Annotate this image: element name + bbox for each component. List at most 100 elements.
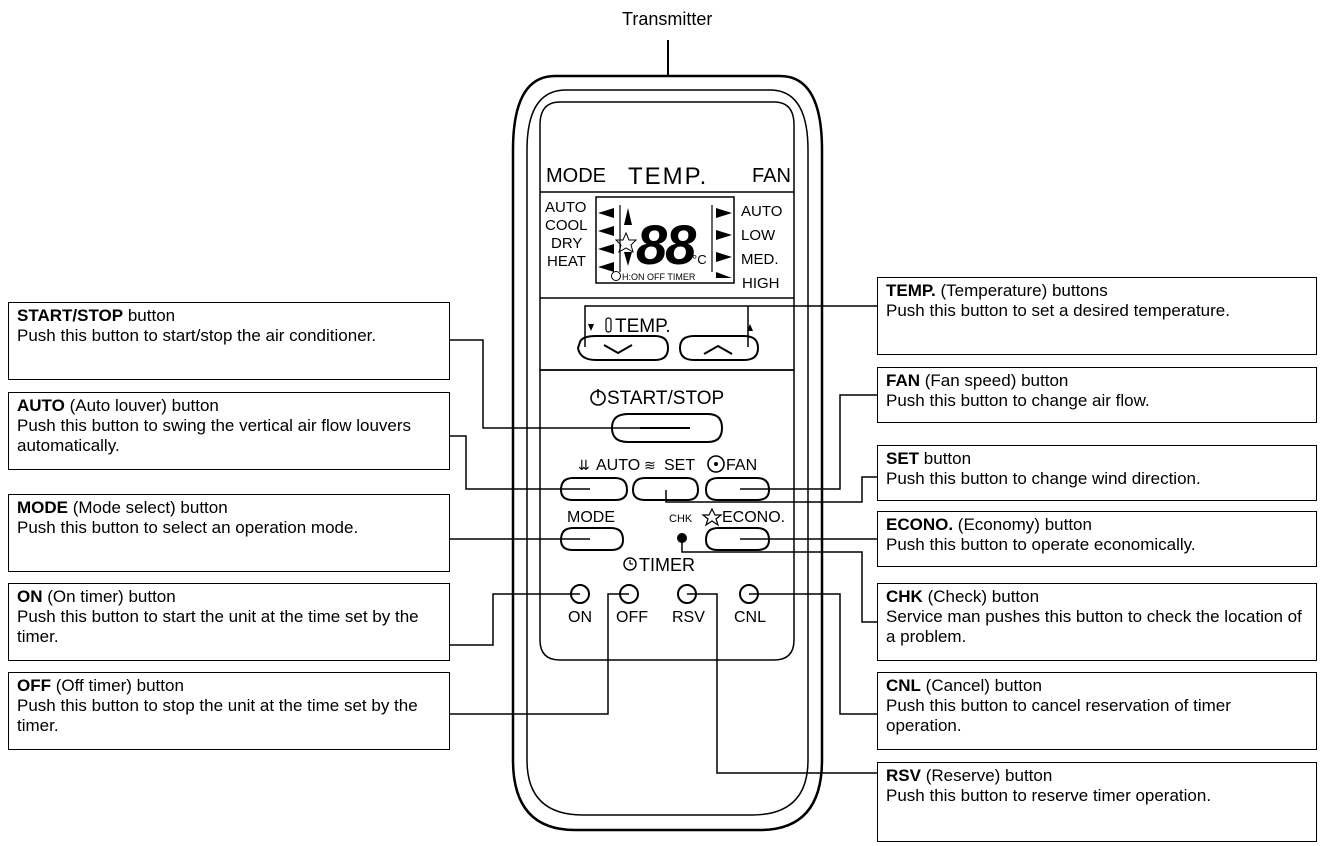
display-mode-option: DRY <box>551 235 582 252</box>
remote-label-start-stop: START/STOP <box>607 388 724 409</box>
remote-label-rsv: RSV <box>672 609 705 626</box>
lcd-digits: 88 <box>636 213 697 276</box>
remote-label-off: OFF <box>616 609 648 626</box>
remote-body <box>511 74 824 832</box>
remote-label-timer: TIMER <box>639 555 695 575</box>
callout-auto: AUTO (Auto louver) button Push this butt… <box>8 392 450 470</box>
display-mode-option: AUTO <box>545 199 586 216</box>
callout-desc: Push this button to set a desired temper… <box>886 301 1230 320</box>
callout-fan: FAN (Fan speed) button Push this button … <box>877 367 1317 423</box>
callout-title: ON <box>17 587 43 606</box>
leader-fan <box>740 394 878 490</box>
callout-desc: Push this button to change air flow. <box>886 391 1150 410</box>
leader-chk <box>681 538 878 623</box>
display-fan-option: AUTO <box>741 203 782 220</box>
econo-button[interactable] <box>704 527 771 551</box>
callout-desc: Push this button to operate economically… <box>886 535 1196 554</box>
callout-mode: MODE (Mode select) button Push this butt… <box>8 494 450 572</box>
remote-label-fan: FAN <box>726 457 757 474</box>
callout-qualifier: (Reserve) button <box>920 766 1053 785</box>
callout-desc: Push this button to stop the unit at the… <box>17 696 418 735</box>
display-fan-header: FAN <box>752 165 791 187</box>
callout-title: ECONO. <box>886 515 954 534</box>
louver-icon: ⇊ <box>578 457 590 473</box>
remote-label-temp: TEMP. <box>615 316 671 337</box>
thermometer-icon <box>605 317 612 333</box>
callout-qualifier: (Auto louver) button <box>64 396 219 415</box>
leader-on <box>449 593 580 646</box>
remote-label-on: ON <box>568 609 592 626</box>
fan-button[interactable] <box>704 477 771 501</box>
callout-desc: Service man pushes this button to check … <box>886 607 1302 646</box>
callout-title: CHK <box>886 587 923 606</box>
callout-chk: CHK (Check) button Service man pushes th… <box>877 583 1317 661</box>
display-mode-option: HEAT <box>547 253 586 270</box>
auto-button[interactable] <box>559 477 629 501</box>
display-fan-option: MED. <box>741 251 779 268</box>
callout-title: CNL <box>886 676 921 695</box>
leader-set <box>665 476 878 503</box>
callout-qualifier: (Temperature) buttons <box>935 281 1108 300</box>
callout-econo: ECONO. (Economy) button Push this button… <box>877 511 1317 567</box>
callout-qualifier: (Economy) button <box>953 515 1092 534</box>
callout-qualifier: (Check) button <box>922 587 1040 606</box>
econo-icon <box>701 507 723 527</box>
remote-label-cnl: CNL <box>734 609 766 626</box>
remote-label-econo: ECONO. <box>722 509 785 526</box>
remote-label-mode: MODE <box>567 509 615 526</box>
callout-title: TEMP. <box>886 281 936 300</box>
callout-title: RSV <box>886 766 921 785</box>
timer-clock-icon <box>623 557 637 571</box>
mode-button[interactable] <box>559 527 625 551</box>
leader-auto <box>449 435 590 490</box>
leader-cnl <box>749 593 878 715</box>
callout-desc: Push this button to cancel reservation o… <box>886 696 1231 735</box>
leader-start-stop <box>449 339 650 429</box>
display-fan-option: HIGH <box>742 275 780 292</box>
display-mode-header: MODE <box>546 165 606 187</box>
leader-temp <box>584 305 878 347</box>
callout-qualifier: (Mode select) button <box>68 498 228 517</box>
temp-down-button[interactable] <box>576 335 670 361</box>
callout-set: SET button Push this button to change wi… <box>877 445 1317 501</box>
callout-title: AUTO <box>17 396 65 415</box>
lcd-timer-row: H:ON OFF TIMER <box>622 272 696 282</box>
power-icon <box>590 389 606 406</box>
lcd-panel <box>595 196 735 284</box>
fan-icon <box>707 455 725 473</box>
leader-rsv <box>687 593 878 774</box>
callout-desc: Push this button to start the unit at th… <box>17 607 419 646</box>
lcd-unit: °C <box>692 252 707 267</box>
callout-on: ON (On timer) button Push this button to… <box>8 583 450 661</box>
temp-up-button[interactable] <box>678 335 760 361</box>
callout-desc: Push this button to change wind directio… <box>886 469 1201 488</box>
set-button[interactable] <box>631 477 700 501</box>
callout-desc: Push this button to swing the vertical a… <box>17 416 412 455</box>
callout-temp: TEMP. (Temperature) buttons Push this bu… <box>877 277 1317 355</box>
remote-label-auto: AUTO <box>596 457 640 474</box>
display-mode-option: COOL <box>545 217 588 234</box>
callout-qualifier: button <box>919 449 972 468</box>
callout-title: OFF <box>17 676 51 695</box>
callout-desc: Push this button to start/stop the air c… <box>17 326 377 345</box>
wind-direction-icon: ≋ <box>644 457 656 473</box>
callout-title: MODE <box>17 498 68 517</box>
callout-qualifier: (Off timer) button <box>51 676 184 695</box>
callout-qualifier: button <box>123 306 176 325</box>
callout-title: FAN <box>886 371 920 390</box>
callout-title: SET <box>886 449 920 468</box>
callout-start-stop: START/STOP button Push this button to st… <box>8 302 450 380</box>
leader-lines <box>449 305 878 774</box>
callout-qualifier: (Cancel) button <box>920 676 1042 695</box>
callout-rsv: RSV (Reserve) button Push this button to… <box>877 762 1317 842</box>
econo-display-icon <box>614 231 638 254</box>
transmitter-label: Transmitter <box>622 9 713 29</box>
callout-desc: Push this button to reserve timer operat… <box>886 786 1212 805</box>
clock-icon <box>611 271 621 281</box>
display-fan-option: LOW <box>741 227 776 244</box>
display-temp-header: TEMP. <box>628 163 708 190</box>
callout-qualifier: (Fan speed) button <box>920 371 1069 390</box>
callout-off: OFF (Off timer) button Push this button … <box>8 672 450 750</box>
remote-label-set: SET <box>664 457 695 474</box>
